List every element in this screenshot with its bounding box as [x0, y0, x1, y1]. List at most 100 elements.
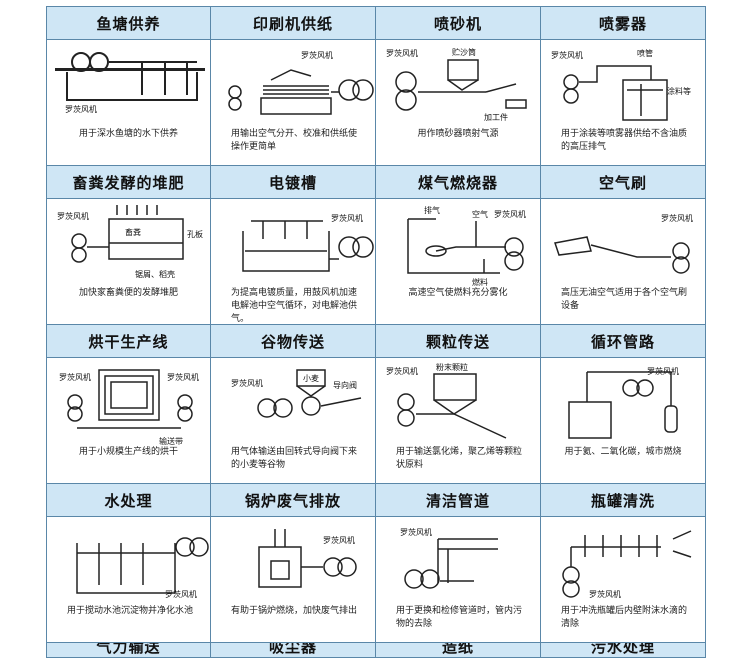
label-orifice: 孔板	[187, 229, 203, 239]
sandblaster-illustration: 罗茨风机 贮沙筒 加工件	[386, 47, 527, 122]
label-blower: 罗茨风机	[400, 527, 432, 537]
label-blower: 罗茨风机	[589, 589, 621, 599]
sprayer-illustration: 罗茨风机 喷管 涂料等	[551, 48, 691, 121]
label-blower: 罗茨风机	[323, 535, 355, 545]
label-nozzle: 喷管	[637, 48, 653, 58]
cell-caption: 加快家畜粪便的发酵堆肥	[78, 288, 178, 298]
label-air: 空气	[472, 209, 488, 219]
row-2: 畜粪发酵的堆肥 罗茨风机 畜粪 孔板 锯屑、稻壳 加快家畜粪便的发酵堆肥	[46, 165, 706, 324]
label-blower: 罗茨风机	[331, 213, 363, 223]
compost-illustration: 罗茨风机 畜粪 孔板 锯屑、稻壳	[57, 205, 203, 279]
cell-title: 造纸	[376, 642, 540, 658]
cell-water-treatment: 水处理 罗茨风机 用于搅动水池沉淀物并净化水池	[46, 483, 211, 642]
cell-caption: 用于小规模生产线的烘干	[78, 447, 178, 457]
drying-line-illustration: 罗茨风机 罗茨风机 输送带	[59, 369, 199, 446]
label-guide-valve: 导向阀	[333, 380, 357, 390]
cell-pellet-transport: 颗粒传送 罗茨风机 粉末颗粒 用于输送氯化烯，聚乙烯等颗粒状原料	[376, 324, 541, 483]
cell-compost: 畜粪发酵的堆肥 罗茨风机 畜粪 孔板 锯屑、稻壳 加快家畜粪便的发酵堆肥	[46, 165, 211, 324]
label-blower: 罗茨风机	[647, 366, 679, 376]
label-blower: 罗茨风机	[165, 589, 197, 599]
cell-title: 循环管路	[541, 324, 705, 358]
cell-title: 谷物传送	[211, 324, 375, 358]
cell-title: 清洁管道	[376, 483, 540, 517]
cell-title: 空气刷	[541, 165, 705, 199]
cell-title: 鱼塘供养	[47, 6, 210, 40]
row-5-partial: 气力输送 吸尘器 造纸 污水处理	[46, 642, 706, 658]
cell-sprayer: 喷雾器 罗茨风机 喷管 涂料等 用于涂装等喷雾器供给不含油质的高压排气	[541, 6, 706, 165]
cell-title: 水处理	[47, 483, 210, 517]
cell-title: 煤气燃烧器	[376, 165, 540, 199]
cell-caption: 用于输送氯化烯，聚乙烯等颗粒状原料	[396, 447, 523, 470]
cell-caption: 用于涂装等喷雾器供给不含油质的高压排气	[561, 129, 688, 152]
cell-title: 气力输送	[47, 642, 210, 658]
cell-fish-pond: 鱼塘供养 罗茨风机 用于深水鱼塘的水下供养	[46, 6, 211, 165]
label-sand-tank: 贮沙筒	[452, 47, 476, 57]
label-workpiece: 加工件	[484, 112, 508, 122]
cell-sandblaster: 喷砂机 罗茨风机 贮沙筒 加工件 用作喷砂器喷射气源	[376, 6, 541, 165]
cell-grain-transport: 谷物传送 小麦 罗茨风机 导向阀 用气体输送由回转式导向阀下来的小麦等谷物	[211, 324, 376, 483]
label-blower: 罗茨风机	[551, 50, 583, 60]
label-powder: 粉末颗粒	[436, 362, 468, 372]
circulation-pipe-illustration: 罗茨风机	[568, 366, 679, 439]
cell-caption: 高速空气使燃料充分雾化	[408, 288, 508, 298]
label-blower: 罗茨风机	[65, 104, 97, 114]
cell-caption: 用于搅动水池沉淀物并净化水池	[67, 606, 194, 616]
label-blower: 罗茨风机	[301, 50, 333, 60]
row-3: 烘干生产线 罗茨风机 罗茨风机 输送带 用于小规模生产线的烘干	[46, 324, 706, 483]
cell-title: 烘干生产线	[47, 324, 210, 358]
pipe-cleaning-illustration: 罗茨风机	[400, 527, 498, 589]
cell-caption: 用气体输送由回转式导向阀下来的小麦等谷物	[231, 447, 358, 470]
label-blower: 罗茨风机	[386, 48, 418, 58]
plating-tank-illustration: 罗茨风机	[242, 213, 374, 272]
cell-caption: 用于氦、二氧化碳，城市燃烧	[564, 447, 682, 457]
cell-caption: 为提高电镀质量，用鼓风机加速电解池中空气循环，对电解池供气。	[231, 288, 358, 324]
cell-printing-press: 印刷机供纸 罗茨风机 用输出空气分开、校准和供纸使操作更简单	[211, 6, 376, 165]
cell-pipe-cleaning: 清洁管道 罗茨风机 用于更换和检修管道时，管内污物的去除	[376, 483, 541, 642]
cell-caption: 高压无油空气适用于各个空气刷设备	[561, 288, 688, 311]
row-1: 鱼塘供养 罗茨风机 用于深水鱼塘的水下供养 印刷机供纸	[46, 6, 706, 165]
label-fuel: 燃料	[472, 277, 488, 287]
gas-burner-illustration: 排气 空气 罗茨风机 燃料	[407, 205, 526, 287]
label-blower: 罗茨风机	[231, 378, 263, 388]
cell-caption: 用于深水鱼塘的水下供养	[78, 129, 178, 139]
cell-circulation-pipe: 循环管路 罗茨风机 用于氦、二氧化碳，城市燃烧	[541, 324, 706, 483]
cell-title: 锅炉废气排放	[211, 483, 375, 517]
row-4: 水处理 罗茨风机 用于搅动水池沉淀物并净化水池 锅炉废气排放	[46, 483, 706, 642]
fish-pond-illustration: 罗茨风机	[55, 52, 205, 114]
cell-caption: 有助于锅炉燃烧，加快废气排出	[231, 606, 358, 616]
pellet-transport-illustration: 罗茨风机 粉末颗粒	[386, 362, 507, 439]
label-blower: 罗茨风机	[494, 209, 526, 219]
cell-gas-burner: 煤气燃烧器 排气 空气 罗茨风机 燃料 高速空气使燃料充分雾化	[376, 165, 541, 324]
cell-caption: 用作喷砂器喷射气源	[417, 129, 499, 139]
cell-title: 电镀槽	[211, 165, 375, 199]
cell-title: 印刷机供纸	[211, 6, 375, 40]
cell-caption: 用于更换和检修管道时，管内污物的去除	[396, 606, 523, 629]
application-grid: 鱼塘供养 罗茨风机 用于深水鱼塘的水下供养 印刷机供纸	[46, 6, 706, 658]
cell-bottle-washing: 瓶罐清洗 罗茨风机 用于冲洗瓶罐后内壁附沫水滴的清除	[541, 483, 706, 642]
cell-title: 污水处理	[541, 642, 705, 658]
cell-caption: 用输出空气分开、校准和供纸使操作更简单	[231, 129, 358, 152]
label-manure: 畜粪	[125, 227, 141, 237]
label-blower: 罗茨风机	[386, 366, 418, 376]
grain-transport-illustration: 小麦 罗茨风机 导向阀	[231, 369, 362, 418]
cell-boiler-exhaust: 锅炉废气排放 罗茨风机 有助于锅炉燃烧，加快废气排出	[211, 483, 376, 642]
cell-title: 吸尘器	[211, 642, 375, 658]
label-sawdust: 锯屑、稻壳	[135, 269, 175, 279]
label-paint: 涂料等	[667, 86, 691, 96]
label-blower: 罗茨风机	[57, 211, 89, 221]
cell-airbrush: 空气刷 罗茨风机 高压无油空气适用于各个空气刷设备	[541, 165, 706, 324]
label-wheat: 小麦	[303, 373, 319, 383]
bottle-washing-illustration: 罗茨风机	[562, 530, 692, 599]
boiler-exhaust-illustration: 罗茨风机	[258, 529, 357, 588]
label-blower-right: 罗茨风机	[167, 372, 199, 382]
cell-title: 喷砂机	[376, 6, 540, 40]
printing-press-illustration: 罗茨风机	[228, 50, 374, 115]
airbrush-illustration: 罗茨风机	[554, 213, 693, 274]
label-blower-left: 罗茨风机	[59, 372, 91, 382]
water-treatment-illustration: 罗茨风机	[76, 537, 209, 599]
label-conveyor: 输送带	[159, 436, 183, 446]
label-blower: 罗茨风机	[661, 213, 693, 223]
cell-title: 瓶罐清洗	[541, 483, 705, 517]
cell-title: 喷雾器	[541, 6, 705, 40]
cell-drying-line: 烘干生产线 罗茨风机 罗茨风机 输送带 用于小规模生产线的烘干	[46, 324, 211, 483]
